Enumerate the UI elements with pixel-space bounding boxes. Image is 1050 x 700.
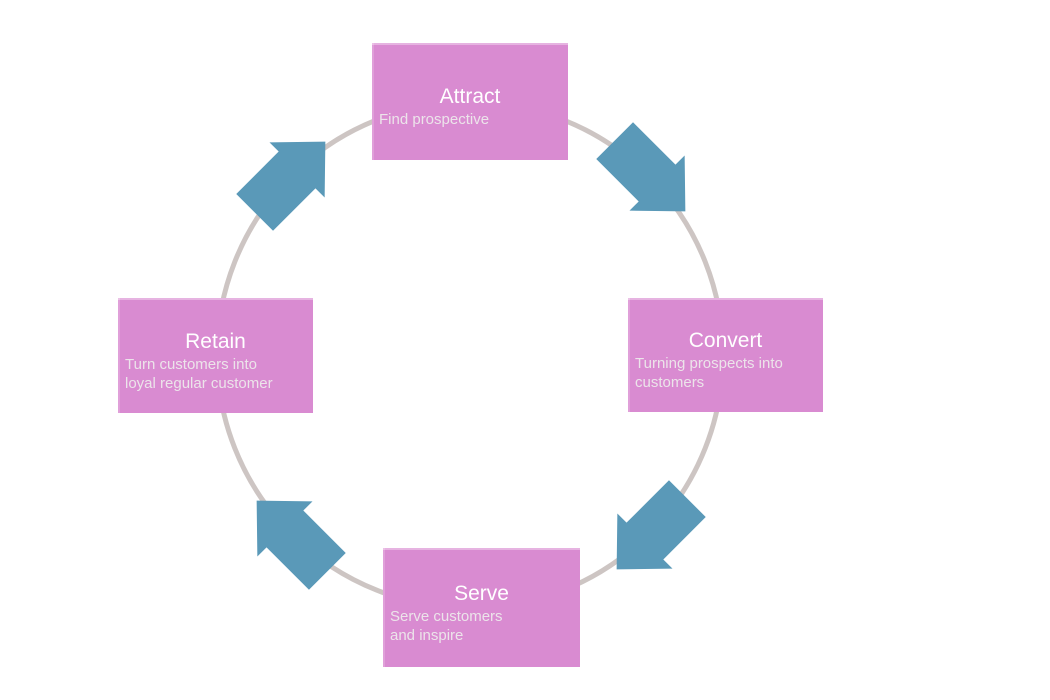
node-convert: Convert Turning prospects into customers	[628, 298, 823, 412]
node-serve-title: Serve	[454, 581, 509, 605]
node-attract-title: Attract	[439, 85, 501, 108]
node-retain-desc-line-1: Turn customers into	[125, 355, 257, 373]
node-retain-title: Retain	[185, 329, 246, 353]
node-convert-title: Convert	[688, 329, 763, 352]
arrow-attract-to-convert-icon	[596, 122, 686, 212]
node-convert-desc-line-2: customers	[635, 374, 705, 391]
node-attract-desc: Find prospective	[372, 110, 568, 129]
node-convert-desc-line-1: Turning prospects into	[635, 355, 783, 372]
node-attract: Attract Find prospective	[372, 43, 568, 160]
node-retain: Retain Turn customers into loyal regular…	[118, 298, 313, 413]
node-serve-desc: Serve customers and inspire	[383, 607, 580, 645]
node-retain-desc: Turn customers into loyal regular custom…	[118, 355, 313, 393]
node-attract-desc-line-1: Find prospective	[379, 111, 490, 128]
arrow-serve-to-retain-icon	[256, 500, 346, 590]
node-convert-desc: Turning prospects into customers	[628, 354, 823, 392]
node-serve-desc-line-1: Serve customers	[390, 607, 503, 625]
arrow-retain-to-attract-icon	[236, 141, 326, 231]
arrow-convert-to-serve-icon	[616, 480, 706, 570]
node-retain-desc-line-2: loyal regular customer	[125, 374, 273, 392]
node-serve-desc-line-2: and inspire	[390, 626, 464, 644]
node-serve: Serve Serve customers and inspire	[383, 548, 580, 667]
